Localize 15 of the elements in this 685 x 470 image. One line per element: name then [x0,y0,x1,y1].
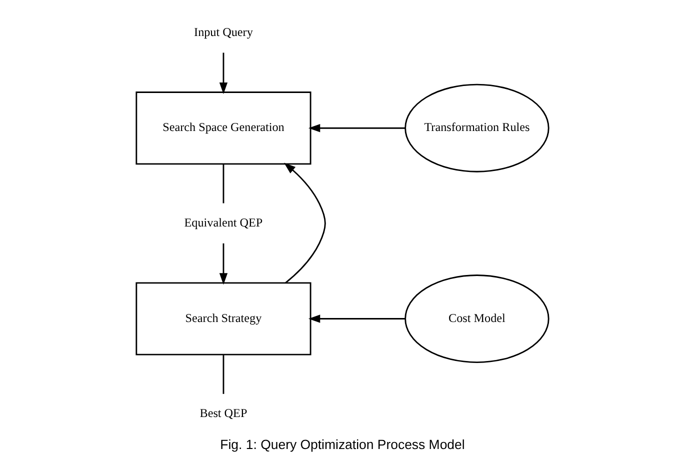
arrow [284,162,326,284]
caption: Fig. 1: Query Optimization Process Model [220,436,465,452]
arrow [308,124,406,132]
node-box: Search Strategy [136,282,312,356]
connector [222,355,224,394]
node-ellipse: Transformation Rules [404,84,550,172]
node-box: Search Space Generation [136,92,312,165]
node-text: Input Query [194,24,253,39]
arrow [219,243,228,285]
arrow [219,52,228,94]
arrow [308,314,406,323]
node-text: Equivalent QEP [184,216,263,230]
connector [222,164,224,204]
node-ellipse: Cost Model [404,274,550,363]
node-text: Best QEP [200,406,248,420]
